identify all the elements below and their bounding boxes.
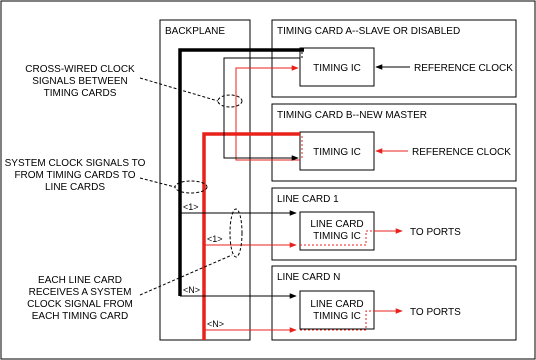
each-line-card-line-4: EACH TIMING CARD xyxy=(32,311,129,322)
timing-ic-b-label: TIMING IC xyxy=(313,147,361,158)
line-card-1-box xyxy=(271,187,517,261)
line-card-n-ic-label-2: TIMING IC xyxy=(313,311,361,322)
to-ports-n-label: TO PORTS xyxy=(410,307,461,318)
line-card-n-timing-ic xyxy=(299,290,375,330)
timing-ic-a xyxy=(299,47,375,87)
line-card-n-box xyxy=(271,265,517,341)
line-card-n-sig-b: <N> xyxy=(207,319,224,329)
cross-wire-a-to-b xyxy=(223,57,300,161)
line-card-n-sig-a: <N> xyxy=(183,285,200,295)
line-card-1-ic-label-1: LINE CARD xyxy=(310,219,363,230)
system-clock-line-3: LINE CARDS xyxy=(45,182,105,193)
line-card-1-internal xyxy=(300,230,374,246)
backplane-label: BACKPLANE xyxy=(165,26,225,37)
line-card-1-label: LINE CARD 1 xyxy=(277,194,339,205)
each-line-card-leader xyxy=(139,254,233,296)
cross-wire-b-to-a xyxy=(235,65,300,161)
line-card-1-sig-b: <1> xyxy=(207,234,223,244)
system-clock-line-2: FROM TIMING CARDS TO xyxy=(14,170,135,181)
line-card-1-sig-a: <1> xyxy=(183,202,199,212)
timing-card-a-system-clock-bus xyxy=(178,48,304,296)
system-clock-leader xyxy=(139,177,176,188)
cross-wired-ellipse xyxy=(217,94,243,108)
line-card-n-label: LINE CARD N xyxy=(277,272,340,283)
line-card-n-internal xyxy=(300,310,374,331)
line-card-inputs-ellipse xyxy=(229,208,243,258)
timing-card-b-system-clock-bus xyxy=(202,132,300,340)
to-ports-1-label: TO PORTS xyxy=(410,227,461,238)
cross-wired-leader xyxy=(139,77,219,102)
reference-clock-a-label: REFERENCE CLOCK xyxy=(414,63,513,74)
system-clock-line-1: SYSTEM CLOCK SIGNALS TO xyxy=(5,158,146,169)
timing-card-b-label: TIMING CARD B--NEW MASTER xyxy=(277,110,427,121)
timing-card-a-label: TIMING CARD A--SLAVE OR DISABLED xyxy=(277,26,460,37)
each-line-card-line-1: EACH LINE CARD xyxy=(38,275,122,286)
cross-wired-line-2: SIGNALS BETWEEN xyxy=(32,76,128,87)
each-line-card-line-3: CLOCK SIGNAL FROM xyxy=(27,299,133,310)
line-card-n-ic-label-1: LINE CARD xyxy=(310,299,363,310)
each-line-card-line-2: RECEIVES A SYSTEM xyxy=(29,287,132,298)
cross-wired-line-1: CROSS-WIRED CLOCK xyxy=(25,64,135,75)
reference-clock-b-label: REFERENCE CLOCK xyxy=(412,147,511,158)
line-card-1-ic-label-2: TIMING IC xyxy=(313,231,361,242)
timing-card-b-box xyxy=(271,103,517,182)
timing-ic-a-label: TIMING IC xyxy=(313,63,361,74)
cross-wired-line-3: TIMING CARDS xyxy=(44,88,117,99)
timing-ic-b xyxy=(299,131,375,171)
